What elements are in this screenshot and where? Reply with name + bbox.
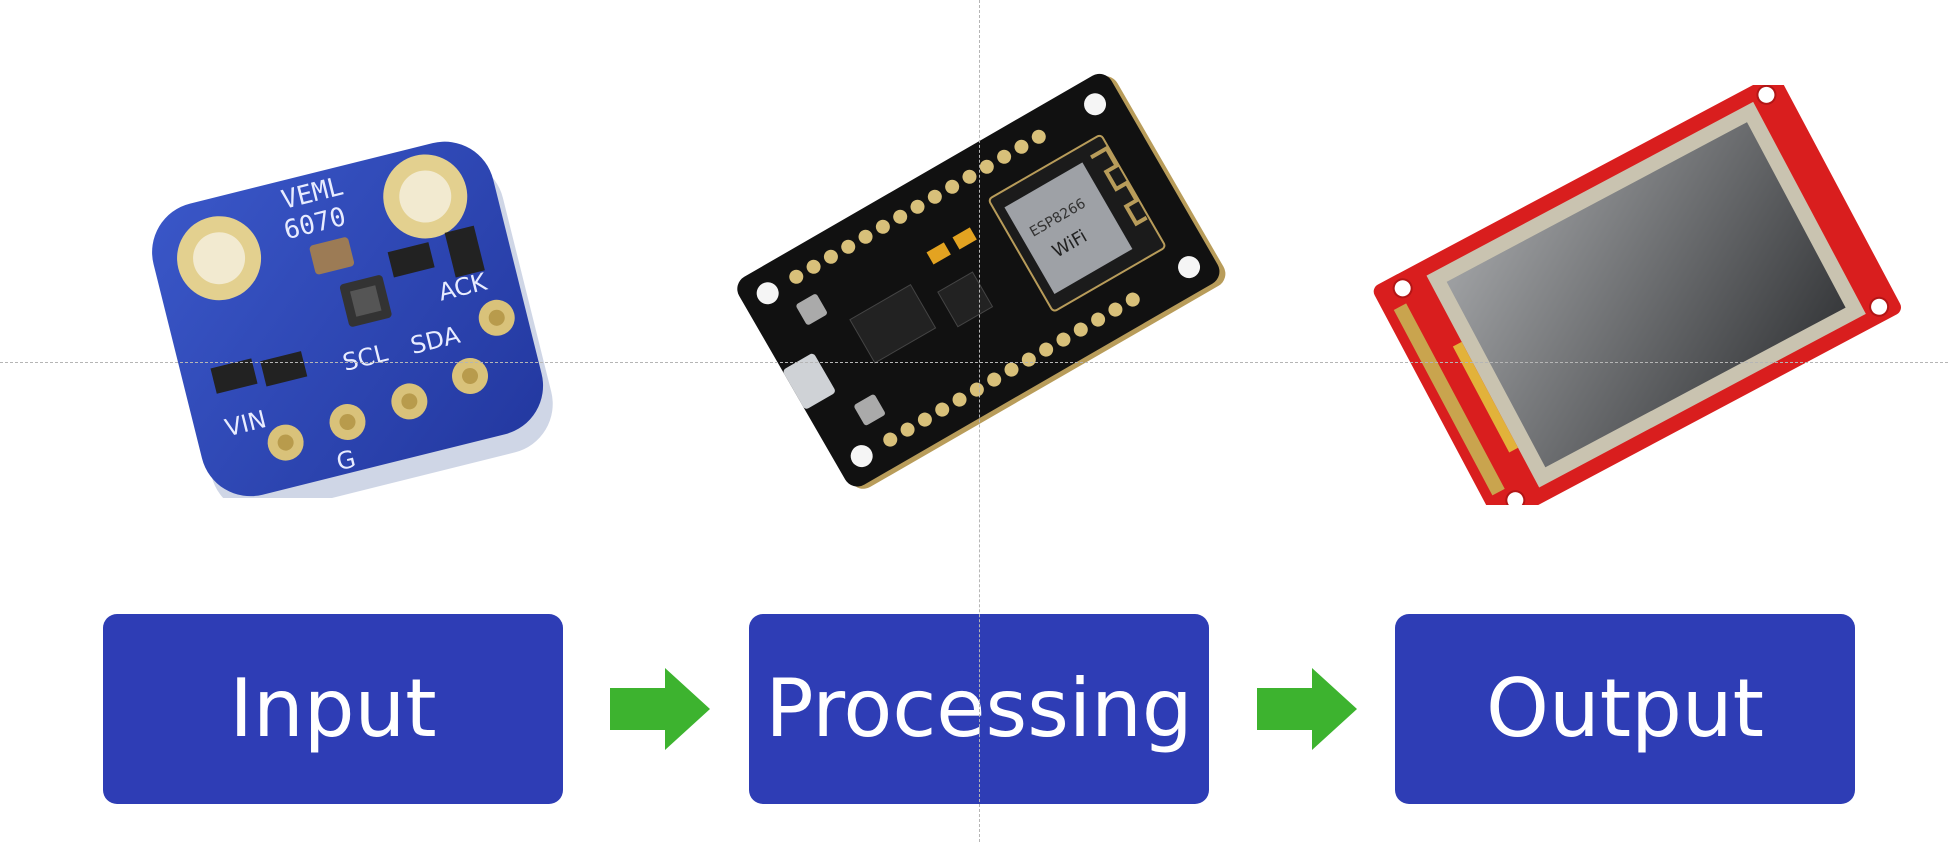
sensor-board-svg: VEML 6070 — [152, 141, 553, 498]
output-box: Output — [1395, 614, 1855, 804]
input-label: Input — [229, 662, 437, 755]
output-label: Output — [1486, 662, 1764, 755]
tft-display-svg — [1373, 85, 1901, 505]
arrow-input-to-processing — [610, 668, 710, 750]
arrow-right-icon — [610, 668, 710, 750]
sensor-breakout-board-image: VEML 6070 — [130, 118, 570, 498]
nodemcu-board-svg: ESP8266 WiFi — [737, 73, 1226, 489]
tft-display-image — [1355, 85, 1915, 505]
input-box: Input — [103, 614, 563, 804]
arrow-right-icon — [1257, 668, 1357, 750]
horizontal-guide-line — [0, 362, 1948, 363]
nodemcu-board-image: ESP8266 WiFi — [730, 70, 1230, 500]
arrow-processing-to-output — [1257, 668, 1357, 750]
vertical-guide-line — [979, 0, 980, 842]
